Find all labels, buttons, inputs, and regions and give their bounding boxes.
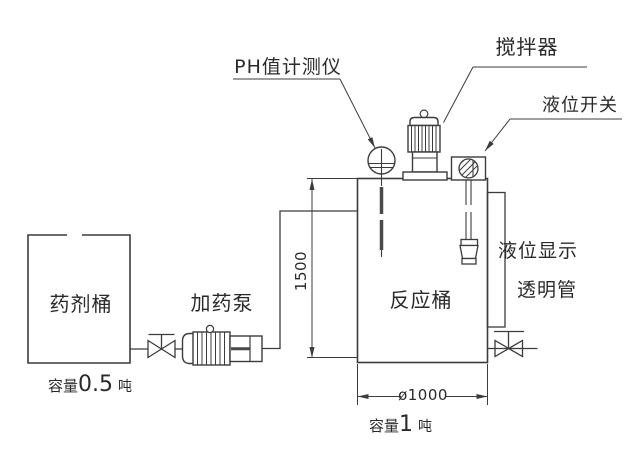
- motor-fins: [411, 125, 437, 152]
- dosing-pump-icon: [181, 324, 263, 366]
- chemical-tank-label: 药剂桶: [50, 292, 113, 316]
- reaction-tank-outline: [356, 177, 489, 364]
- reaction-tank: [356, 177, 489, 364]
- sight-tube-outline: [486, 191, 506, 328]
- inlet-valve-icon: [147, 333, 176, 359]
- dim-text-mask: [401, 387, 445, 404]
- level-switch-dial: [458, 158, 479, 179]
- chemical-tank: [27, 234, 131, 364]
- pump-eyebolt: [205, 324, 215, 334]
- level-display-label-line1: 液位显示: [498, 240, 578, 262]
- chemical-tank-outline: [27, 234, 131, 364]
- drain-valve-icon: [494, 330, 524, 358]
- pump-end-cap: [181, 332, 194, 365]
- height-dimension: [307, 178, 357, 358]
- float-rod: [465, 180, 472, 240]
- capacity-unit: 吨: [418, 419, 432, 435]
- capacity-unit: 吨: [118, 379, 132, 395]
- pipe-pump-to-reactor: [262, 210, 357, 350]
- motor-mount-plate: [402, 171, 448, 181]
- piping: [130, 210, 538, 350]
- sight-tube: [486, 191, 506, 328]
- level-switch-label: 液位开关: [542, 95, 618, 116]
- agitator-label: 搅拌器: [496, 35, 559, 59]
- level-switch-leader: [484, 118, 622, 152]
- motor-eyebolt: [419, 109, 429, 119]
- capacity-prefix: 容量: [48, 377, 78, 395]
- ph-meter-leader: [233, 78, 376, 149]
- level-switch-hatch: [459, 159, 478, 178]
- motor-neck: [411, 151, 438, 173]
- level-switch-leader-line: [484, 118, 511, 152]
- capacity-prefix: 容量: [369, 417, 399, 435]
- agitator-leader-line: [443, 66, 474, 123]
- ph-probe-icon: [367, 146, 396, 257]
- capacity-value: 0.5: [78, 372, 113, 397]
- float-switch-icon: [450, 156, 487, 265]
- level-display-label-line2: 透明管: [517, 279, 577, 301]
- agitator-leader: [443, 66, 587, 123]
- float-body: [459, 238, 479, 265]
- pump-motor-fins: [197, 332, 225, 365]
- motor-dome: [409, 116, 439, 127]
- ph-leader-line: [339, 78, 376, 149]
- diameter-dimension-text: ø1000: [398, 386, 448, 404]
- height-dimension-text: 1500: [292, 251, 310, 291]
- motor-body: [407, 124, 441, 153]
- reaction-tank-label: 反应桶: [390, 288, 453, 312]
- dosing-pump-label: 加药泵: [191, 291, 254, 315]
- ph-meter-label: PH值计测仪: [234, 56, 342, 78]
- capacity-value: 1: [399, 412, 413, 437]
- chemical-tank-capacity: 容量0.5 吨: [48, 372, 132, 397]
- agitator-motor-icon: [402, 109, 448, 181]
